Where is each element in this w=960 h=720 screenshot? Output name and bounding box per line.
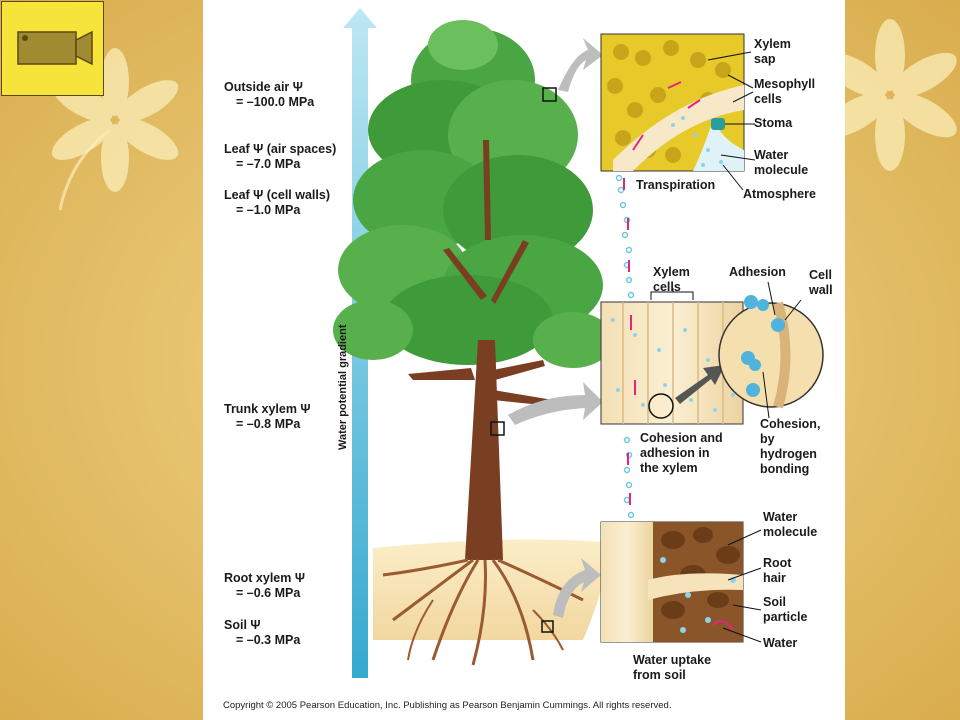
movie-camera-icon (17, 30, 93, 66)
soil-layer (373, 539, 606, 640)
tree-trunk (408, 140, 553, 560)
potential-leaf-air-spaces: Leaf Ψ (air spaces)= –7.0 MPa (224, 142, 337, 171)
label-atmosphere: Atmosphere (743, 187, 816, 201)
gradient-label: Water potential gradient (337, 324, 349, 451)
potential-trunk-xylem: Trunk xylem Ψ= –0.8 MPa (224, 402, 311, 431)
potential-root-xylem: Root xylem Ψ= –0.6 MPa (224, 571, 305, 600)
zoom-arrows (508, 38, 603, 618)
copyright-notice: Copyright © 2005 Pearson Education, Inc.… (223, 700, 672, 711)
label-adhesion: Adhesion (729, 265, 786, 279)
potential-leaf-cell-walls: Leaf Ψ (cell walls)= –1.0 MPa (224, 188, 330, 217)
xylem-panel (600, 295, 824, 425)
diagram-slide: Outside air Ψ= –100.0 MPa Leaf Ψ (air sp… (203, 0, 845, 720)
tree-canopy (333, 20, 613, 368)
potential-soil: Soil Ψ= –0.3 MPa (224, 618, 301, 647)
label-water: Water (763, 636, 798, 650)
tree-roots (382, 558, 584, 666)
water-column (615, 174, 635, 519)
caption-transpiration: Transpiration (636, 178, 716, 192)
movie-button[interactable] (1, 1, 104, 96)
leaf-panel (600, 33, 745, 172)
potential-outside-air: Outside air Ψ= –100.0 MPa (224, 80, 315, 109)
root-panel (600, 521, 744, 643)
label-stoma: Stoma (754, 116, 793, 130)
water-transport-diagram (333, 8, 824, 678)
flow-arrows (623, 178, 631, 505)
